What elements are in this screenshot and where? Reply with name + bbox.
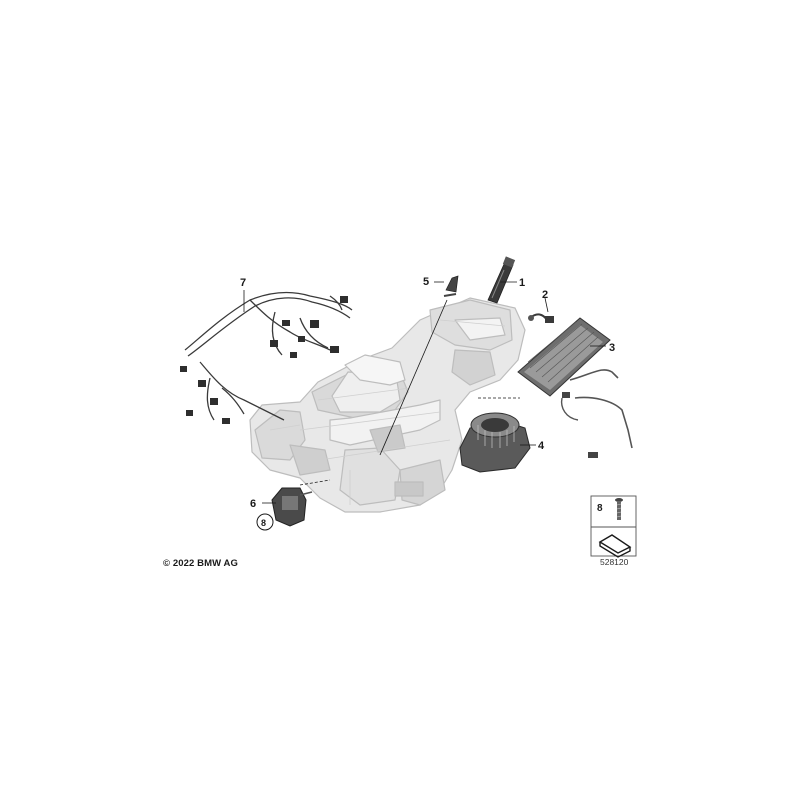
callout-7: 7 — [240, 277, 246, 289]
callout-8-circled: 8 — [261, 518, 266, 528]
part-3-heat-exchanger — [517, 317, 633, 458]
diagram-number: 528120 — [600, 557, 629, 567]
part-6-actuator — [271, 487, 313, 527]
callout-1: 1 — [519, 277, 525, 289]
callout-labels: 1 2 3 4 5 6 7 8 — [240, 276, 615, 531]
fastener-legend: 8 — [590, 495, 637, 558]
harness-connectors — [180, 296, 348, 424]
callout-8-circle — [256, 513, 274, 531]
part-7-wiring-harness — [184, 291, 353, 421]
copyright-notice: © 2022 BMW AG — [163, 558, 238, 569]
housing-detail-lines — [269, 319, 506, 505]
screw-icon — [615, 498, 623, 520]
part-2-connector — [528, 313, 554, 323]
part-1-sensor — [487, 256, 516, 304]
callout-6: 6 — [250, 498, 256, 510]
leader-lines — [243, 281, 606, 504]
hvac-housing — [249, 297, 526, 513]
callout-4: 4 — [538, 440, 545, 452]
callout-3: 3 — [609, 342, 615, 354]
callout-5: 5 — [423, 276, 429, 288]
legend-item-number: 8 — [597, 503, 603, 514]
callout-2: 2 — [542, 289, 548, 301]
part-5-clip — [443, 275, 459, 297]
part-4-blower — [459, 412, 531, 473]
kit-symbol-icon — [598, 534, 632, 558]
